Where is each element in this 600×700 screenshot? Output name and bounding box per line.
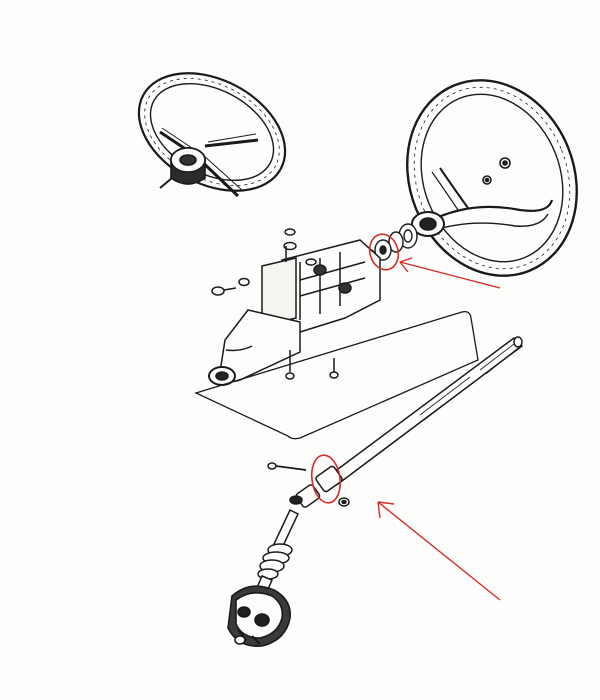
large-steering-wheel [406,79,578,277]
upper-steering-shaft [328,336,524,486]
universal-joint [267,462,350,508]
mounting-plate [194,310,479,440]
annotation-circle-ujoint [310,454,342,504]
steering-rack-housing [208,239,381,386]
steering-box [227,585,291,647]
annotation-circle-washer [368,233,400,271]
small-steering-wheel [137,72,287,198]
annotation-arrow-washer [399,257,501,289]
annotation-arrow-ujoint [377,501,501,601]
